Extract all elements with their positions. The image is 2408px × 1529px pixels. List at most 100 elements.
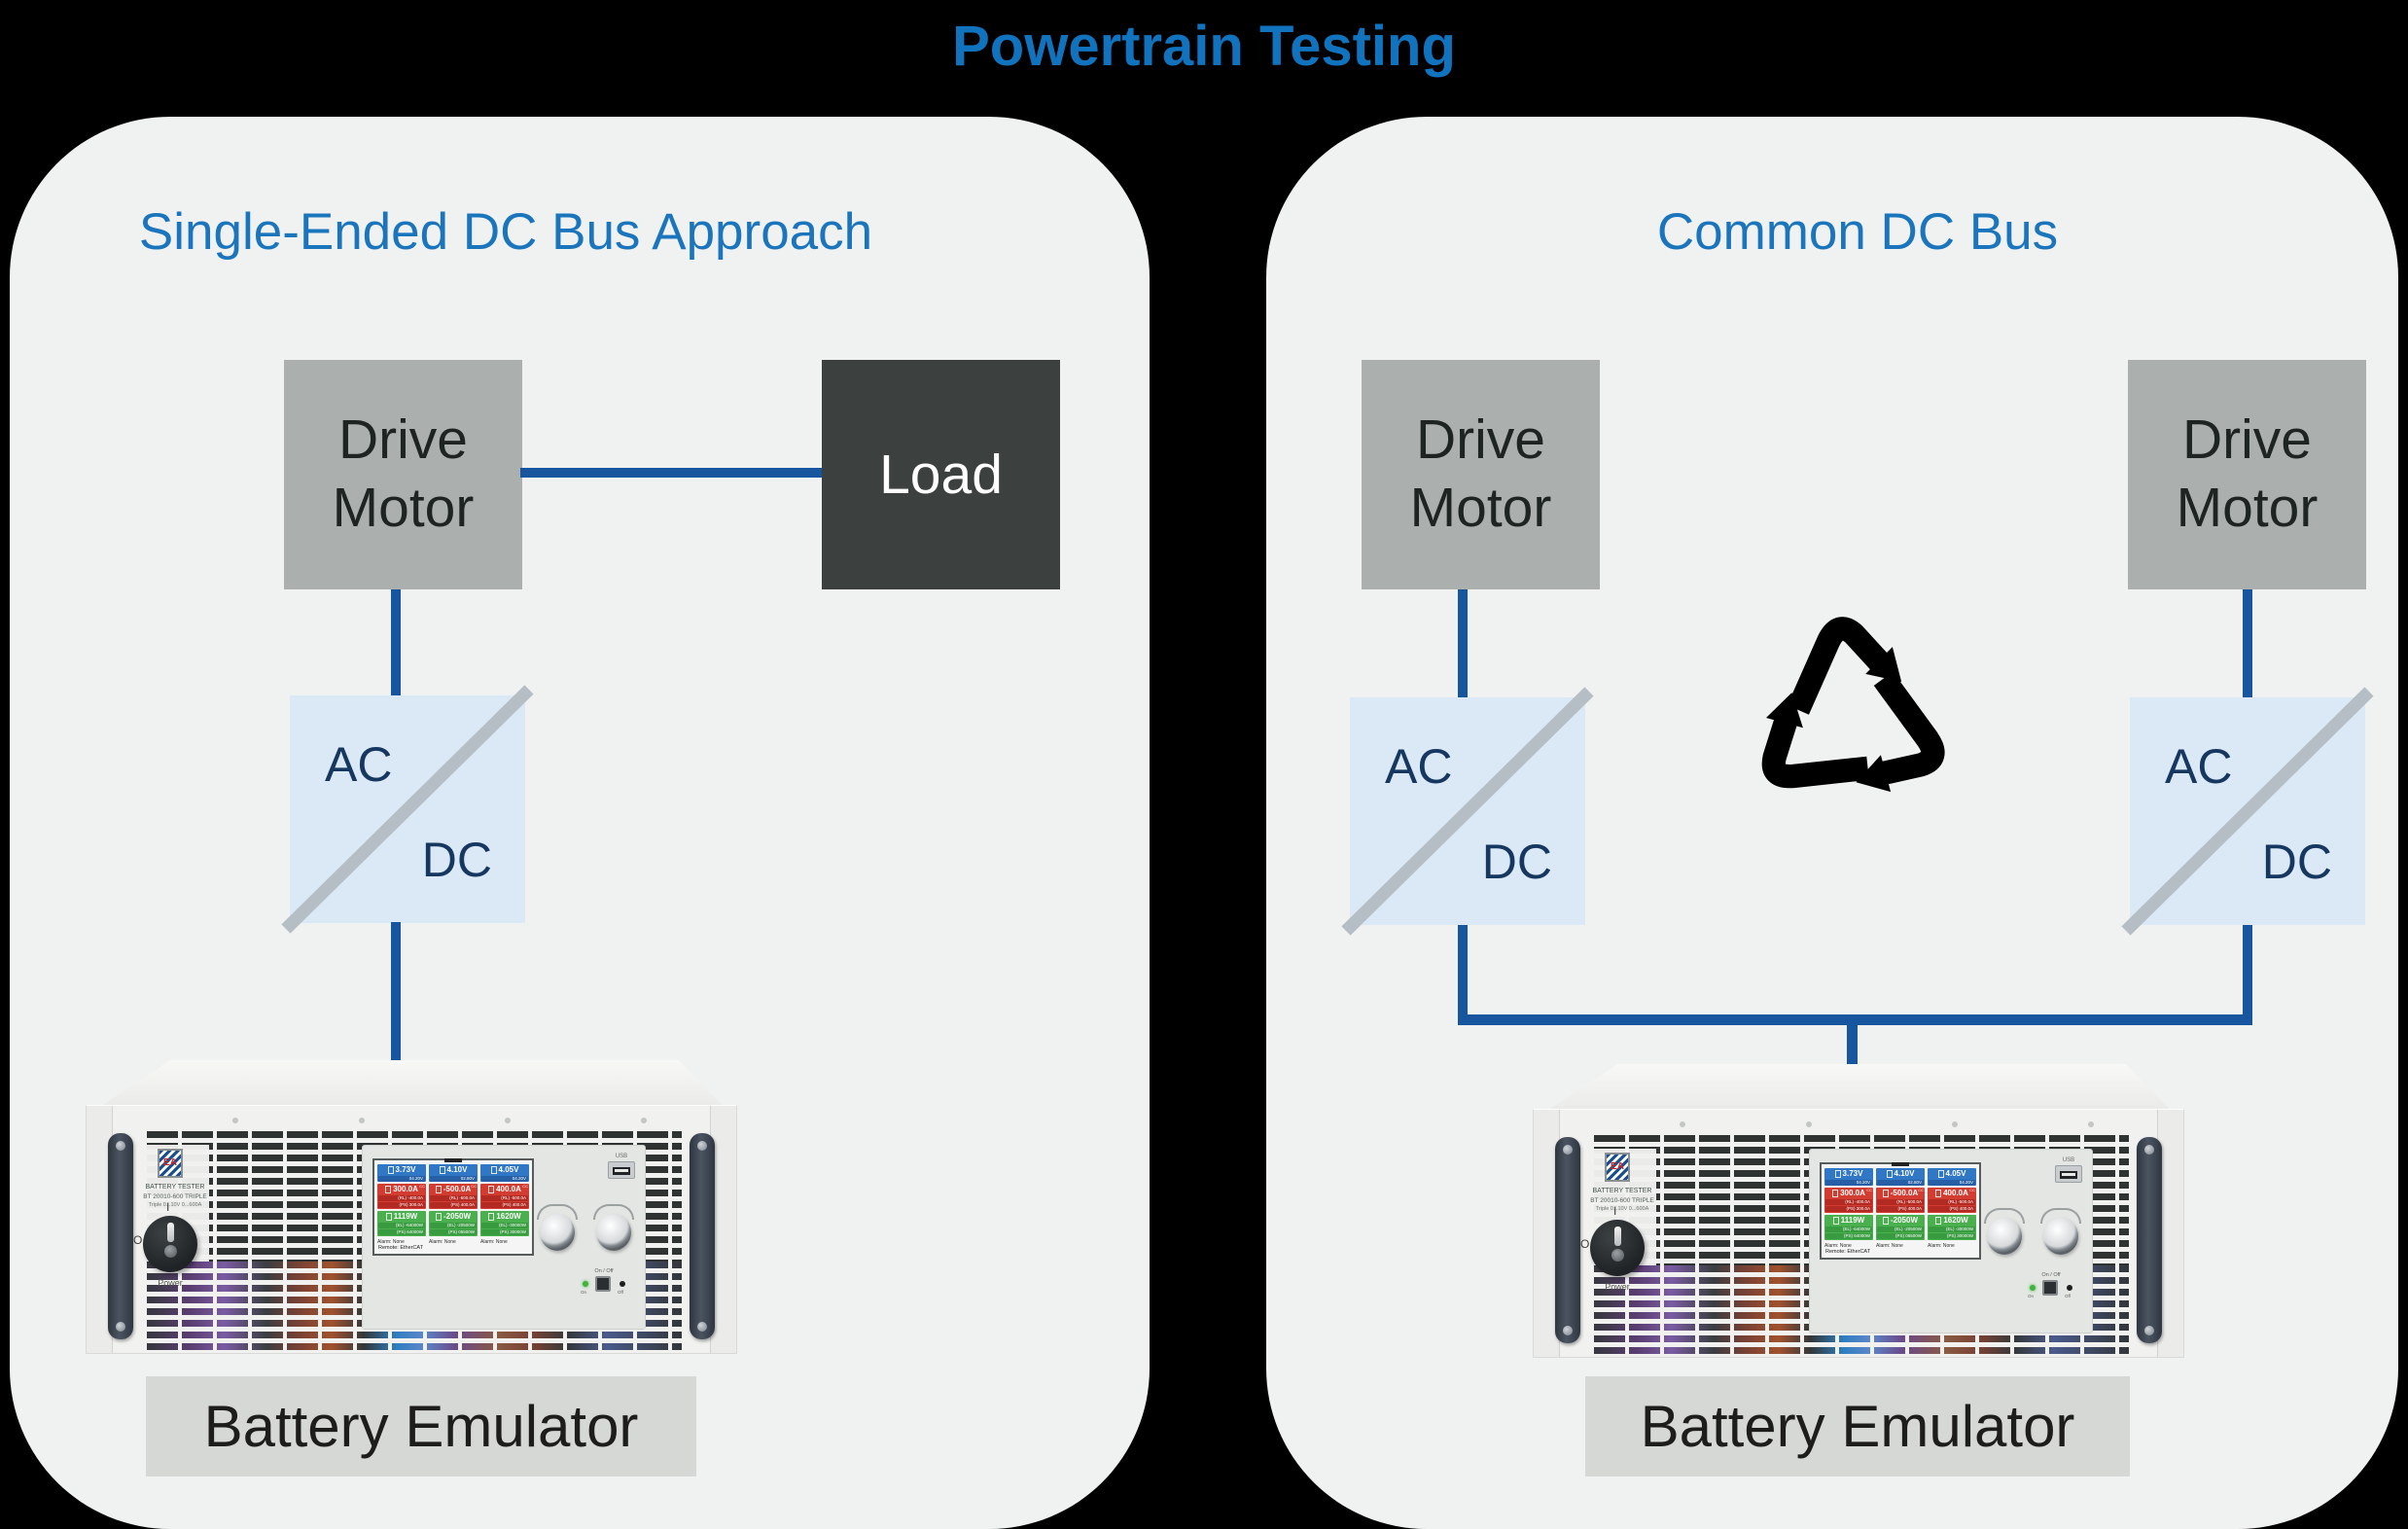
battery-icon	[1886, 1170, 1893, 1178]
battery-icon	[1937, 1170, 1944, 1178]
drive-motor-box: Drive Motor	[2128, 360, 2366, 589]
power-label: Power	[158, 1278, 183, 1288]
battery-emulator-device: EA BATTERY TESTER BT 20010-600 TRIPLE Tr…	[86, 1060, 737, 1354]
battery-icon	[490, 1166, 497, 1174]
connector-acdc-emulator	[391, 922, 401, 1060]
ac-label: AC	[1385, 739, 1453, 794]
page-title: Powertrain Testing	[952, 15, 1456, 78]
power-knob-pointer	[1614, 1227, 1621, 1246]
battery-emulator-label: Battery Emulator	[146, 1376, 696, 1476]
power-on-mark: I	[166, 1200, 170, 1214]
screws	[1534, 1121, 2185, 1127]
usb-label: USB	[2062, 1157, 2075, 1163]
connector-motor-acdc	[1458, 589, 1468, 698]
battery-icon	[1832, 1217, 1839, 1225]
rack-handle-left	[1555, 1137, 1580, 1343]
battery-icon	[1832, 1190, 1839, 1197]
common-dc-bus-line	[1458, 1014, 2252, 1025]
remote-status: Remote: EtherCAT	[378, 1245, 424, 1251]
connector-bus-emulator	[1847, 1025, 1858, 1069]
rotary-knob-left	[540, 1214, 575, 1251]
connector-motor-acdc	[2243, 589, 2252, 698]
battery-icon	[435, 1186, 442, 1193]
battery-icon	[488, 1213, 495, 1221]
on-off-button	[595, 1276, 611, 1292]
ea-logo-icon: EA	[158, 1149, 183, 1178]
brand-line: BT 20010-600 TRIPLE	[1590, 1197, 1654, 1204]
off-caption: Off	[618, 1290, 623, 1295]
connector-acdc-bus	[1458, 925, 1468, 1019]
screws	[87, 1118, 738, 1123]
rack-handle-right	[690, 1133, 715, 1339]
acdc-converter-box: AC DC	[1341, 687, 1594, 936]
heading-single-ended: Single-Ended DC Bus Approach	[138, 203, 873, 261]
battery-icon	[1935, 1190, 1942, 1197]
ea-logo-icon: EA	[1605, 1153, 1630, 1182]
on-led	[2030, 1285, 2036, 1291]
display-notch	[444, 1158, 462, 1162]
display-notch	[1892, 1162, 1909, 1166]
power-switch-area: I O Power	[1573, 1202, 1670, 1348]
recycle-icon	[1761, 617, 1945, 793]
off-led	[2067, 1285, 2072, 1291]
power-knob-center	[164, 1245, 177, 1258]
connector-motor-acdc	[391, 589, 401, 696]
connector-motor-load	[520, 468, 822, 478]
dc-label: DC	[421, 833, 492, 887]
acdc-converter-box: AC DC	[281, 685, 534, 934]
acdc-diagonal	[1341, 687, 1594, 936]
brand-line: BT 20010-600 TRIPLE	[143, 1193, 207, 1200]
device-front-panel: EA BATTERY TESTER BT 20010-600 TRIPLE Tr…	[86, 1105, 737, 1354]
on-off-button	[2042, 1280, 2058, 1296]
battery-icon	[1935, 1217, 1942, 1225]
acdc-diagonal	[281, 685, 534, 934]
acdc-diagonal	[2121, 687, 2374, 936]
device-top-face	[1546, 1064, 2172, 1111]
rotary-knob-right	[2043, 1218, 2078, 1255]
device-front-panel: EA BATTERY TESTER BT 20010-600 TRIPLE Tr…	[1533, 1109, 2184, 1358]
battery-icon	[387, 1166, 394, 1174]
drive-motor-box: Drive Motor	[284, 360, 522, 589]
load-box: Load	[822, 360, 1060, 589]
off-led	[620, 1281, 625, 1287]
power-knob-center	[1611, 1249, 1624, 1262]
power-knob	[1590, 1220, 1645, 1276]
rotary-knob-right	[596, 1214, 631, 1251]
battery-icon	[435, 1213, 442, 1221]
battery-icon	[488, 1186, 495, 1193]
onoff-label: On / Off	[594, 1268, 614, 1274]
heading-common-dc-bus: Common DC Bus	[1656, 203, 2059, 261]
brand-line: BATTERY TESTER	[1592, 1188, 1652, 1194]
rack-handle-left	[108, 1133, 133, 1339]
battery-icon	[1882, 1190, 1889, 1197]
power-label: Power	[1605, 1282, 1630, 1292]
rotary-knob-left	[1987, 1218, 2022, 1255]
battery-icon	[439, 1166, 445, 1174]
acdc-converter-box: AC DC	[2121, 687, 2374, 936]
power-on-mark: I	[1613, 1204, 1617, 1218]
battery-icon	[1834, 1170, 1841, 1178]
battery-emulator-label: Battery Emulator	[1585, 1376, 2130, 1476]
brand-line: Triple 0...10V 0...600A	[148, 1202, 202, 1208]
dc-label: DC	[1481, 835, 1552, 889]
battery-icon	[385, 1213, 392, 1221]
power-knob-pointer	[167, 1223, 174, 1242]
dc-label: DC	[2261, 835, 2332, 889]
on-caption: On	[2028, 1294, 2035, 1298]
usb-label: USB	[615, 1154, 628, 1159]
brand-line: Triple 0...10V 0...600A	[1595, 1206, 1649, 1212]
ac-label: AC	[2165, 739, 2233, 794]
connector-acdc-bus	[2243, 925, 2252, 1019]
remote-status: Remote: EtherCAT	[1825, 1249, 1871, 1255]
usb-port	[608, 1161, 635, 1179]
